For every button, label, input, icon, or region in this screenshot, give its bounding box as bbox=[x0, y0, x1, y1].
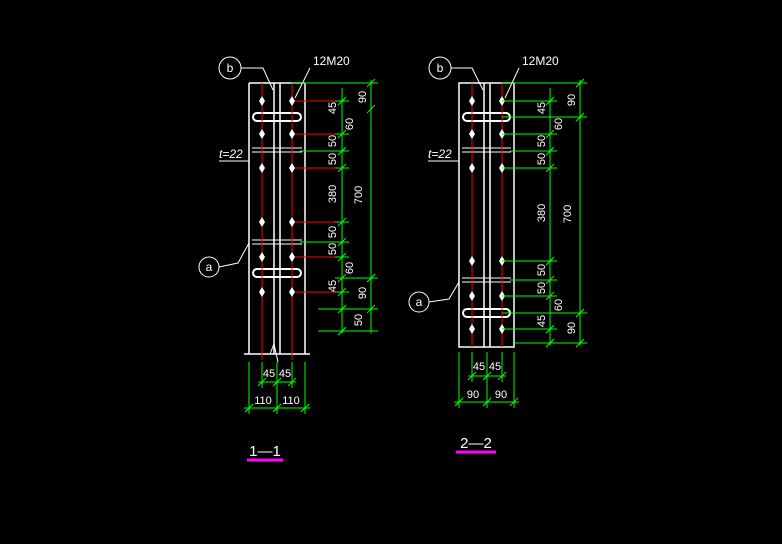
dim-label: 50 bbox=[536, 264, 548, 276]
dim-label: 45 bbox=[263, 368, 275, 380]
section-2-outline bbox=[458, 82, 515, 348]
bolt-marker bbox=[469, 129, 475, 139]
plate-thickness-label: t=22 bbox=[219, 147, 243, 161]
dim-label: 45 bbox=[327, 102, 339, 114]
dim-label: 110 bbox=[282, 395, 300, 407]
right-dimension-chains bbox=[292, 78, 378, 336]
right-dimension-labels: 45 60 50 50 380 50 50 60 45 50 90 700 90 bbox=[327, 91, 369, 326]
section-2-2: b 12M20 t=22 a bbox=[408, 54, 587, 454]
dim-label: 50 bbox=[327, 135, 339, 147]
dim-label: 50 bbox=[353, 314, 365, 326]
bolt-spec-label: 12M20 bbox=[313, 54, 350, 68]
dim-label: 60 bbox=[553, 299, 565, 311]
dim-label: 90 bbox=[357, 287, 369, 299]
dim-label: 45 bbox=[536, 315, 548, 327]
plate-thickness-label: t=22 bbox=[428, 147, 452, 161]
dim-label: 380 bbox=[536, 204, 548, 222]
dim-label: 60 bbox=[344, 118, 356, 130]
dim-label: 60 bbox=[344, 262, 356, 274]
bottom-dimension-chains bbox=[454, 352, 519, 408]
tag-b-label: b bbox=[227, 61, 234, 75]
slot-hole bbox=[252, 112, 302, 122]
slot-hole bbox=[252, 268, 302, 278]
bolt-marker bbox=[469, 291, 475, 301]
bolt-marker bbox=[259, 129, 265, 139]
tag-a-label: a bbox=[206, 260, 213, 274]
bolt-marker bbox=[469, 96, 475, 106]
dim-label: 45 bbox=[536, 102, 548, 114]
bolt-marker bbox=[259, 287, 265, 297]
section-title: 1—1 bbox=[249, 443, 281, 460]
dim-label: 45 bbox=[327, 280, 339, 292]
dim-label: 45 bbox=[489, 361, 501, 373]
right-dimension-chains bbox=[502, 78, 587, 348]
bolt-marker bbox=[289, 163, 295, 173]
leader-line bbox=[451, 67, 484, 91]
dim-label: 110 bbox=[254, 395, 272, 407]
tag-a-label: a bbox=[416, 295, 423, 309]
dim-label: 380 bbox=[327, 185, 339, 203]
dim-label: 700 bbox=[353, 186, 365, 204]
dim-label: 90 bbox=[357, 91, 369, 103]
dim-label: 50 bbox=[536, 153, 548, 165]
bottom-dimension-chains bbox=[244, 362, 310, 414]
bolt-marker bbox=[289, 287, 295, 297]
leader-line bbox=[218, 242, 250, 268]
leader-line bbox=[241, 67, 274, 91]
dim-label: 60 bbox=[553, 118, 565, 130]
bolt-marker bbox=[259, 217, 265, 227]
dim-label: 50 bbox=[536, 282, 548, 294]
dim-label: 90 bbox=[566, 322, 578, 334]
dim-label: 700 bbox=[562, 205, 574, 223]
bolt-marker bbox=[289, 96, 295, 106]
dim-label: 90 bbox=[495, 389, 507, 401]
section-1-outline bbox=[244, 82, 310, 355]
bolt-marker bbox=[289, 217, 295, 227]
section-1-1: b 12M20 t=22 a bbox=[198, 54, 378, 462]
section-title: 2—2 bbox=[460, 435, 492, 452]
leader-line bbox=[428, 281, 460, 303]
dim-label: 50 bbox=[327, 243, 339, 255]
dim-label: 45 bbox=[473, 361, 485, 373]
dim-label: 45 bbox=[279, 368, 291, 380]
bolt-marker bbox=[469, 256, 475, 266]
dim-label: 90 bbox=[467, 389, 479, 401]
dim-label: 90 bbox=[566, 94, 578, 106]
bolt-marker bbox=[259, 252, 265, 262]
break-symbol bbox=[269, 342, 279, 363]
bolt-marker bbox=[259, 163, 265, 173]
bolt-marker bbox=[259, 96, 265, 106]
bolt-spec-label: 12M20 bbox=[522, 54, 559, 68]
dim-label: 50 bbox=[327, 226, 339, 238]
bolt-marker bbox=[289, 252, 295, 262]
dim-label: 50 bbox=[536, 135, 548, 147]
bolt-marker bbox=[289, 129, 295, 139]
bolt-marker bbox=[469, 163, 475, 173]
right-dimension-labels: 45 60 50 50 380 50 50 60 45 90 700 90 bbox=[536, 94, 578, 334]
tag-b-label: b bbox=[437, 61, 444, 75]
dim-label: 50 bbox=[327, 153, 339, 165]
bolt-marker bbox=[469, 324, 475, 334]
